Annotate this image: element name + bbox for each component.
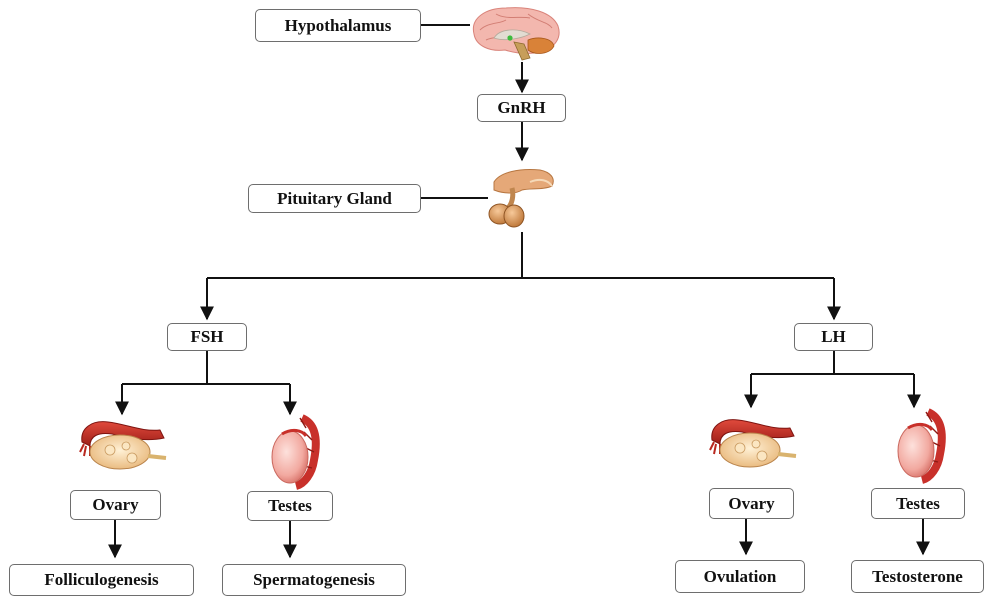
ovary-label: Ovary — [709, 488, 794, 519]
spermatogenesis-label: Spermatogenesis — [222, 564, 406, 596]
brain-icon — [473, 8, 559, 60]
ovary-icon — [80, 422, 166, 469]
ovary-icon — [710, 420, 796, 467]
testosterone-label: Testosterone — [851, 560, 984, 593]
pituitary-gland-icon — [489, 170, 553, 228]
testes-label: Testes — [871, 488, 965, 519]
pituitary-gland-label: Pituitary Gland — [248, 184, 421, 213]
gnrh-label: GnRH — [477, 94, 566, 122]
fsh-label: FSH — [167, 323, 247, 351]
testes-label: Testes — [247, 491, 333, 521]
testis-icon — [272, 418, 316, 486]
folliculogenesis-label: Folliculogenesis — [9, 564, 194, 596]
testis-icon — [898, 412, 942, 480]
lh-label: LH — [794, 323, 873, 351]
ovulation-label: Ovulation — [675, 560, 805, 593]
hypothalamus-label: Hypothalamus — [255, 9, 421, 42]
ovary-label: Ovary — [70, 490, 161, 520]
